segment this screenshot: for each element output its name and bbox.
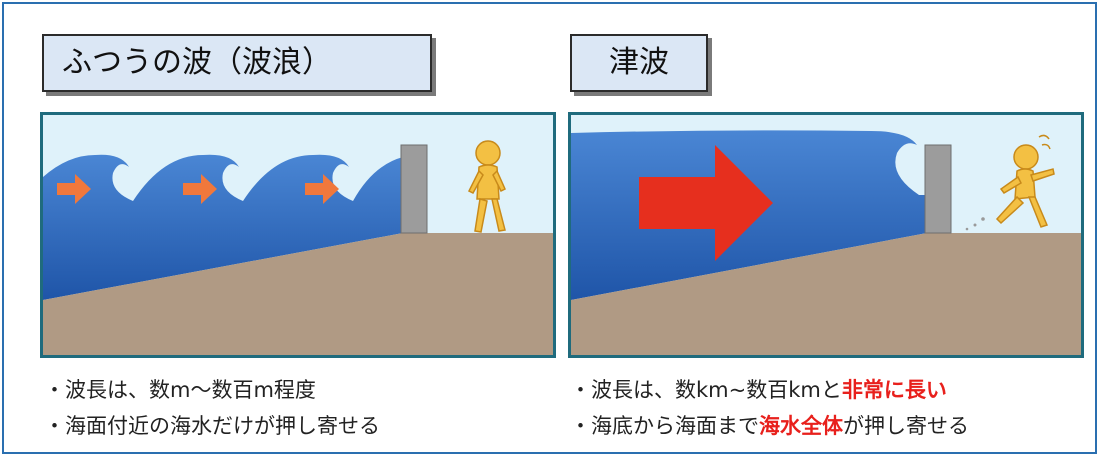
panel-ordinary-waves — [40, 112, 556, 358]
tsunami-notes: ・波長は、数km~数百kmと非常に長い ・海底から海面まで海水全体が押し寄せる — [570, 372, 969, 444]
seawall-icon — [400, 144, 428, 234]
arrow-right-icon — [57, 174, 91, 204]
arrow-right-icon — [639, 145, 773, 261]
note-whole-water-text-b: が押し寄せる — [843, 414, 969, 438]
note-wavelength: ・波長は、数m〜数百m程度 — [44, 378, 316, 402]
seawall-icon — [924, 144, 952, 234]
arrow-right-icon — [305, 174, 339, 204]
person-standing-icon — [467, 140, 506, 233]
note-whole-water: ・海底から海面まで海水全体が押し寄せる — [570, 408, 969, 444]
note-wavelength-emphasis: 非常に長い — [841, 378, 947, 402]
ordinary-waves-notes: ・波長は、数m〜数百m程度 ・海面付近の海水だけが押し寄せる — [44, 372, 380, 444]
dust-marks — [965, 217, 985, 231]
person-running-icon — [995, 134, 1055, 228]
arrow-right-icon — [183, 174, 217, 204]
seabed — [571, 233, 1081, 355]
note-surface-water: ・海面付近の海水だけが押し寄せる — [44, 414, 380, 438]
note-wavelength-text: ・波長は、数km~数百kmと — [570, 378, 842, 402]
title-ordinary-waves: ふつうの波（波浪） — [42, 34, 432, 92]
seabed — [43, 233, 553, 355]
note-wavelength: ・波長は、数km~数百kmと非常に長い — [570, 372, 969, 408]
ordinary-waves-illustration — [43, 115, 553, 355]
panel-tsunami — [568, 112, 1084, 358]
tsunami-illustration — [571, 115, 1081, 355]
note-whole-water-text-a: ・海底から海面まで — [570, 414, 759, 438]
note-whole-water-emphasis: 海水全体 — [759, 414, 843, 438]
title-tsunami: 津波 — [570, 34, 708, 92]
